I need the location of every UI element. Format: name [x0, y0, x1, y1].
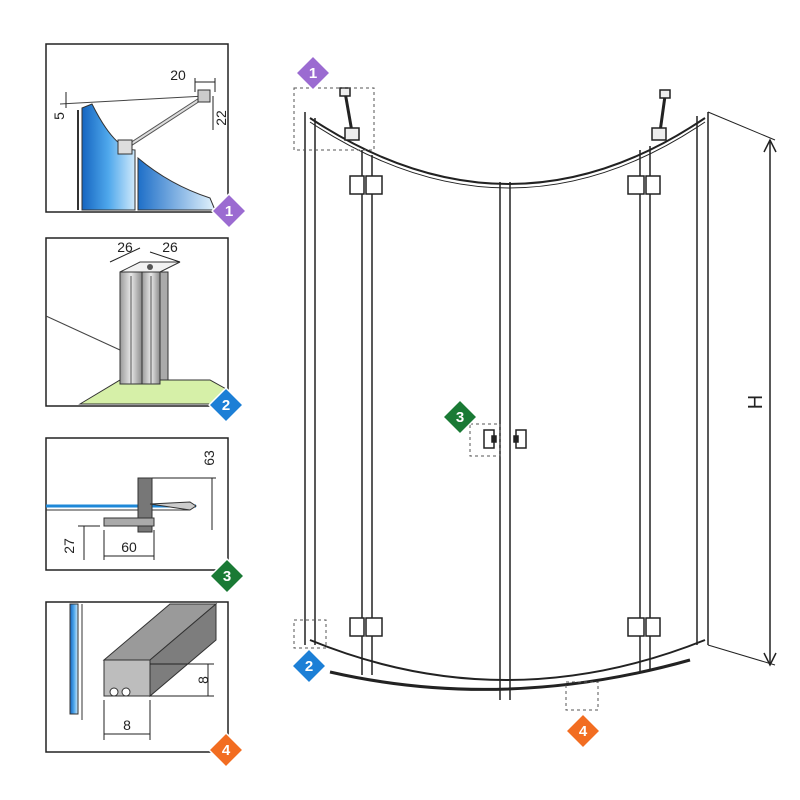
detail-2-dim-b: 26: [162, 239, 178, 255]
detail-4-dim-height: 8: [195, 676, 211, 684]
badge-number: 4: [579, 723, 588, 740]
badge-3-detail: 3: [208, 557, 246, 595]
badge-number: 1: [309, 65, 317, 82]
badge-number: 2: [222, 397, 230, 414]
badge-2-detail: 2: [207, 386, 245, 424]
badge-number: 2: [305, 658, 313, 675]
badge-number: 1: [225, 203, 233, 220]
detail-panel-3: 63 27 60: [45, 437, 229, 571]
detail-3-dim-bottom: 27: [61, 538, 77, 554]
detail-panel-4: 8 8: [45, 601, 229, 753]
detail-1-dim-top: 20: [170, 67, 186, 83]
detail-2-dim-a: 26: [117, 239, 133, 255]
badge-2-main: 2: [290, 647, 328, 685]
detail-1-dim-left: 5: [51, 112, 67, 120]
badge-3-main: 3: [441, 398, 479, 436]
badge-4-main: 4: [564, 712, 602, 750]
detail-panel-1: 20 5 22: [45, 43, 229, 213]
detail-3-dim-width: 60: [121, 539, 137, 555]
detail-4-dim-width: 8: [123, 717, 131, 733]
detail-1-dim-right: 22: [213, 110, 229, 126]
shower-enclosure: [293, 87, 777, 711]
height-label: H: [745, 395, 767, 409]
badge-1-main: 1: [294, 54, 332, 92]
badge-number: 3: [223, 568, 231, 585]
badge-number: 3: [456, 409, 464, 426]
detail-panel-2: 26 26: [45, 237, 229, 407]
badge-number: 4: [222, 742, 231, 759]
badge-1-detail: 1: [210, 192, 248, 230]
badge-4-detail: 4: [207, 731, 245, 769]
detail-3-dim-height: 63: [201, 450, 217, 466]
